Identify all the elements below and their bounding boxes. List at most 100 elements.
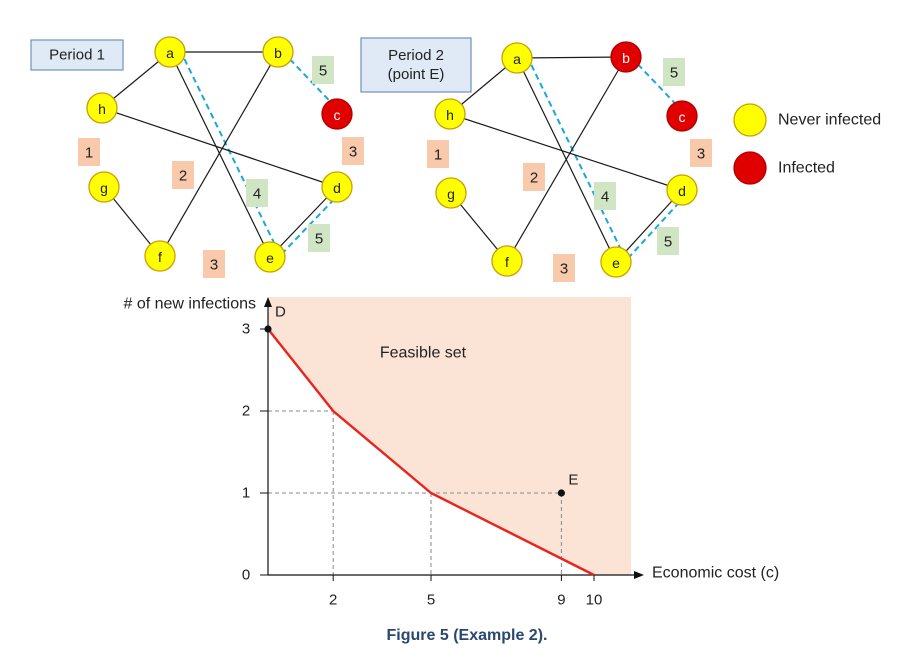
node-circle (321, 98, 353, 130)
node-circle (254, 241, 286, 273)
node-e: e (254, 241, 286, 273)
cost-box (172, 161, 194, 189)
node-circle (321, 171, 353, 203)
cost-label: 4 (246, 179, 268, 207)
cut-edge-de (619, 194, 687, 268)
cost-value: 5 (664, 234, 672, 251)
frontier-line (267, 328, 595, 577)
point-E: E (557, 472, 578, 497)
cost-box (523, 163, 545, 191)
edge-bf (159, 51, 279, 257)
legend-label: Never infected (778, 112, 881, 129)
node-circle (434, 98, 466, 130)
y-tick-label: 0 (242, 567, 250, 584)
cost-box (657, 227, 679, 255)
legend-label: Infected (778, 160, 835, 177)
cost-value: 5 (319, 63, 327, 80)
node-circle (154, 36, 186, 68)
node-b: b (262, 36, 294, 68)
cost-label: 3 (203, 250, 225, 278)
cost-box (342, 137, 364, 165)
cost-label: 1 (427, 140, 449, 168)
node-label: d (678, 183, 686, 199)
node-a: a (501, 42, 533, 74)
node-a: a (154, 36, 186, 68)
cost-value: 1 (434, 147, 442, 164)
node-label: g (100, 180, 108, 196)
cost-value: 3 (560, 261, 568, 278)
cost-box (427, 140, 449, 168)
cost-box (246, 179, 268, 207)
cost-box (203, 250, 225, 278)
feasible-region (268, 297, 631, 575)
node-circle (501, 42, 533, 74)
node-label: e (612, 255, 620, 271)
cost-value: 5 (670, 65, 678, 82)
cost-value: 1 (85, 145, 93, 162)
cost-label: 5 (663, 58, 685, 86)
x-tick-label: 5 (427, 592, 435, 609)
node-e: e (600, 246, 632, 278)
node-d: d (321, 171, 353, 203)
node-label: h (98, 101, 106, 117)
x-axis-title: Economic cost (c) (652, 565, 779, 582)
cost-label: 3 (553, 254, 575, 282)
edge-bf (506, 56, 627, 262)
node-label: b (274, 45, 282, 61)
node-circle (491, 245, 523, 277)
edge-ae (169, 51, 271, 258)
node-label: b (622, 50, 630, 66)
cost-box (308, 224, 330, 252)
x-tick-label: 10 (586, 592, 603, 609)
cut-edge-bc (630, 56, 688, 117)
cost-box (312, 56, 334, 84)
cost-label: 1 (78, 138, 100, 166)
node-label: a (166, 45, 174, 61)
legend-item: Infected (733, 151, 835, 185)
point-marker (557, 489, 566, 497)
cost-label: 2 (172, 161, 194, 189)
period-title-line: Period 2 (388, 47, 444, 64)
legend-swatch (733, 151, 767, 185)
period-title-frame (30, 39, 124, 71)
feasible-set-label: Feasible set (380, 345, 467, 362)
cost-value: 5 (315, 231, 323, 248)
node-label: d (333, 180, 341, 196)
y-tick-label: 3 (242, 321, 250, 338)
cost-label: 3 (690, 139, 712, 167)
node-label: h (446, 107, 454, 123)
point-label: E (568, 472, 578, 489)
node-f: f (144, 240, 176, 272)
y-tick-label: 2 (242, 403, 250, 420)
point-label: D (275, 304, 286, 321)
node-circle (600, 246, 632, 278)
cost-label: 5 (308, 224, 330, 252)
cost-box (553, 254, 575, 282)
period-title-frame (360, 37, 472, 93)
cost-value: 4 (601, 189, 609, 206)
node-circle (435, 177, 467, 209)
figure-caption: Figure 5 (Example 2). (387, 627, 548, 644)
cost-label: 2 (523, 163, 545, 191)
cost-label: 5 (657, 227, 679, 255)
node-b: b (610, 41, 642, 73)
x-axis-arrow (634, 571, 644, 579)
node-circle (666, 100, 698, 132)
cost-label: 4 (594, 182, 616, 210)
node-label: c (334, 107, 341, 123)
edge-de (269, 186, 338, 258)
cost-value: 3 (697, 146, 705, 163)
cost-value: 2 (530, 170, 538, 187)
node-circle (86, 92, 118, 124)
cost-label: 5 (312, 56, 334, 84)
y-axis-arrow (264, 297, 272, 307)
x-tick-label: 2 (329, 592, 337, 609)
node-c: c (666, 100, 698, 132)
cost-label: 3 (342, 137, 364, 165)
point-marker (264, 325, 272, 333)
